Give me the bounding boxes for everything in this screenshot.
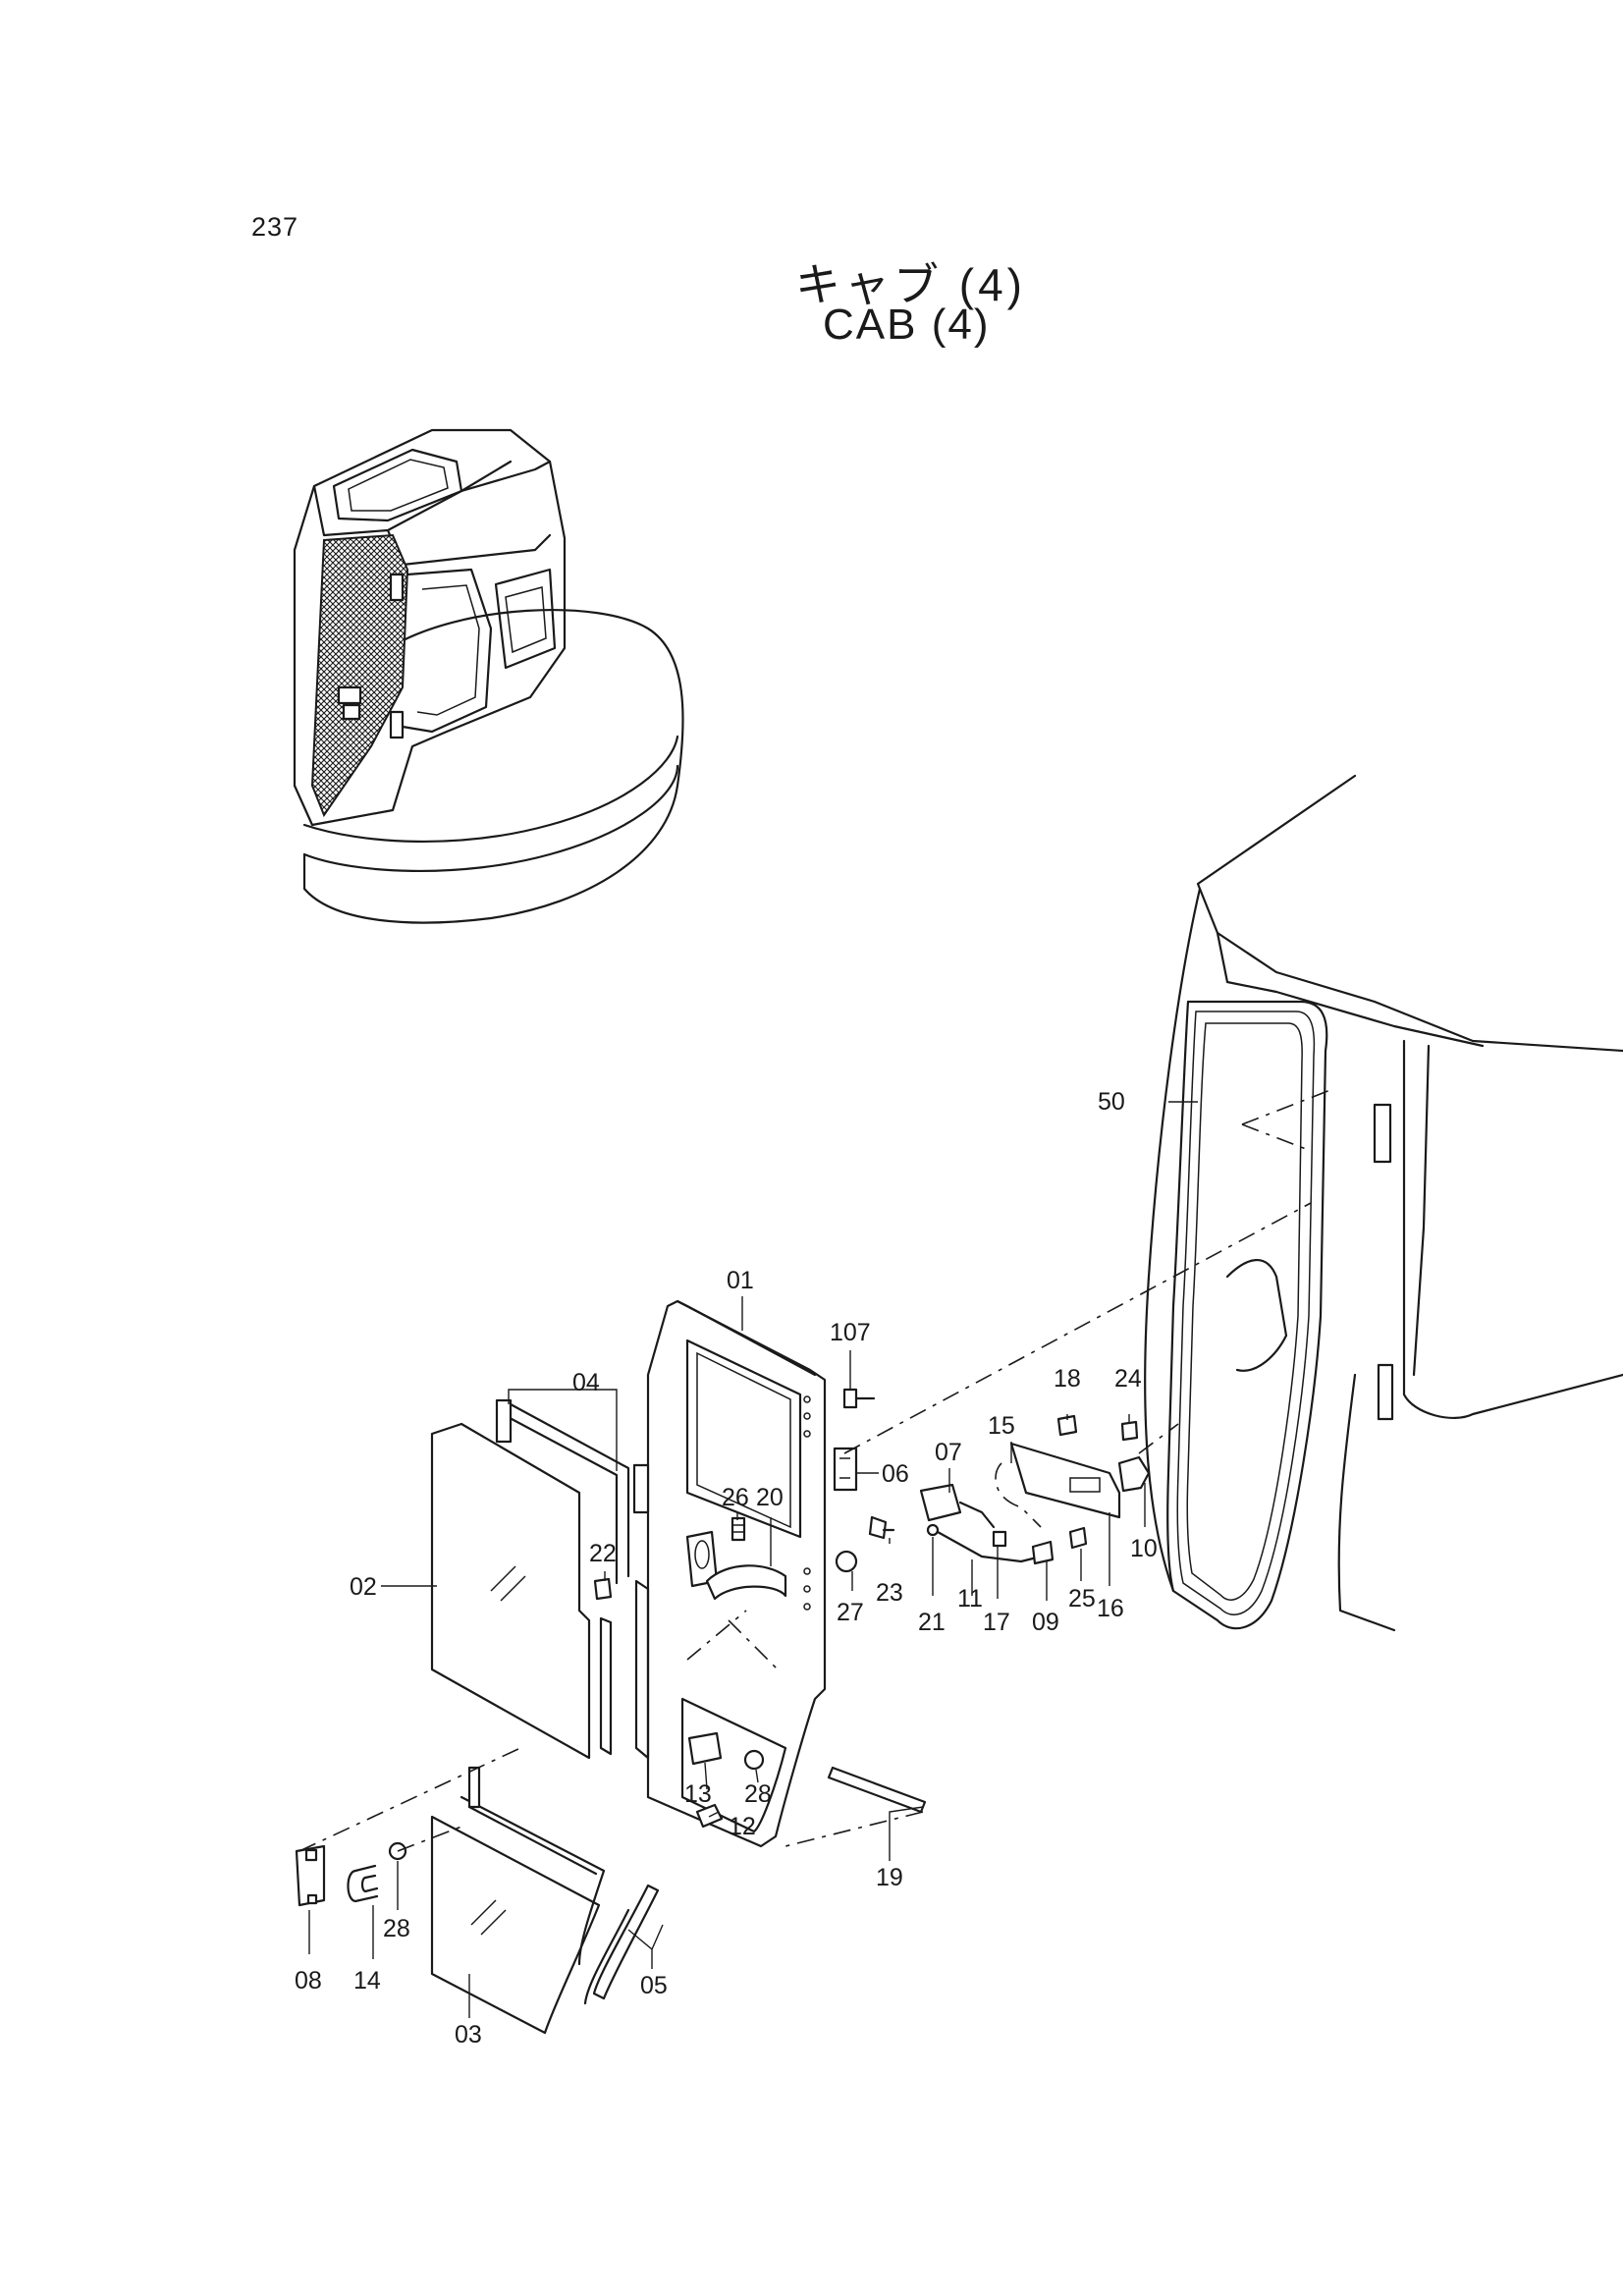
bolt-part-24 bbox=[1120, 1420, 1139, 1442]
seal-part-05 bbox=[460, 1766, 660, 2005]
callout-11: 11 bbox=[957, 1585, 983, 1613]
glass-part-03 bbox=[430, 1815, 601, 2035]
seal-part-04 bbox=[495, 1398, 650, 1760]
callout-23: 23 bbox=[876, 1579, 903, 1607]
callout-06: 06 bbox=[882, 1460, 909, 1488]
rod-part-19 bbox=[827, 1766, 927, 1814]
callout-02: 02 bbox=[350, 1573, 377, 1601]
bolt-part-23 bbox=[868, 1515, 895, 1540]
callout-01: 01 bbox=[727, 1267, 754, 1294]
cover-part-15 bbox=[995, 1462, 1042, 1528]
bracket-part-14 bbox=[347, 1864, 379, 1903]
callout-07: 07 bbox=[935, 1439, 962, 1466]
callout-04: 04 bbox=[572, 1369, 600, 1396]
callout-21: 21 bbox=[918, 1609, 946, 1636]
title-english: CAB (4) bbox=[823, 301, 991, 349]
nut-part-27 bbox=[835, 1550, 858, 1573]
callout-26: 26 bbox=[722, 1484, 749, 1511]
callout-28-left: 28 bbox=[383, 1915, 410, 1942]
callout-leaders bbox=[308, 1101, 1198, 2018]
bolt-part-107 bbox=[842, 1388, 876, 1409]
callout-18: 18 bbox=[1054, 1365, 1081, 1393]
bolt-part-26 bbox=[730, 1516, 746, 1542]
callout-16: 16 bbox=[1097, 1595, 1124, 1622]
bolt-part-18 bbox=[1056, 1414, 1078, 1437]
callout-05: 05 bbox=[640, 1972, 668, 1999]
striker-part-08 bbox=[295, 1844, 326, 1907]
callout-50: 50 bbox=[1098, 1088, 1125, 1116]
callout-19: 19 bbox=[876, 1864, 903, 1891]
bolt-part-22 bbox=[593, 1577, 613, 1601]
callout-12: 12 bbox=[729, 1813, 756, 1840]
clip-part-13 bbox=[687, 1731, 723, 1766]
cab-overview-illustration bbox=[293, 428, 684, 924]
callout-10: 10 bbox=[1130, 1535, 1158, 1562]
page-number: 237 bbox=[251, 212, 299, 242]
callout-08: 08 bbox=[295, 1967, 322, 1995]
bracket-part-10 bbox=[1117, 1455, 1151, 1493]
rod-part-11 bbox=[936, 1530, 1043, 1563]
callout-14: 14 bbox=[353, 1967, 381, 1995]
assembly-centerlines bbox=[298, 1202, 1312, 1852]
callout-labels: 01 02 03 04 05 06 07 08 09 10 11 12 13 1… bbox=[295, 1088, 1158, 2049]
glass-part-02 bbox=[430, 1422, 591, 1760]
callout-28-right: 28 bbox=[744, 1780, 772, 1808]
callout-09: 09 bbox=[1032, 1609, 1059, 1636]
callout-20: 20 bbox=[756, 1484, 784, 1511]
lever-part-09 bbox=[1031, 1540, 1055, 1565]
pin-part-21 bbox=[926, 1523, 940, 1537]
hinge-part-06 bbox=[833, 1447, 858, 1492]
callout-24: 24 bbox=[1114, 1365, 1142, 1393]
door-hinge-holes bbox=[803, 1395, 811, 1611]
handle-part-20 bbox=[705, 1564, 787, 1601]
door-frame-part-01 bbox=[646, 1299, 827, 1848]
bolt-part-25 bbox=[1068, 1526, 1088, 1550]
callout-03: 03 bbox=[455, 2021, 482, 2049]
callout-27: 27 bbox=[837, 1599, 864, 1626]
latch-part-07 bbox=[919, 1483, 996, 1529]
clip-part-17 bbox=[992, 1530, 1007, 1548]
title-japanese: キャブ (4) bbox=[795, 259, 1026, 310]
callout-17: 17 bbox=[983, 1609, 1010, 1636]
callout-13: 13 bbox=[684, 1780, 712, 1808]
plate-part-16 bbox=[1009, 1442, 1121, 1519]
callout-15: 15 bbox=[988, 1412, 1015, 1440]
callout-25: 25 bbox=[1068, 1585, 1096, 1613]
callout-22: 22 bbox=[589, 1540, 617, 1567]
cab-shell-outline bbox=[1144, 774, 1623, 1632]
nut-part-28-right bbox=[743, 1749, 765, 1771]
callout-107: 107 bbox=[830, 1319, 871, 1346]
